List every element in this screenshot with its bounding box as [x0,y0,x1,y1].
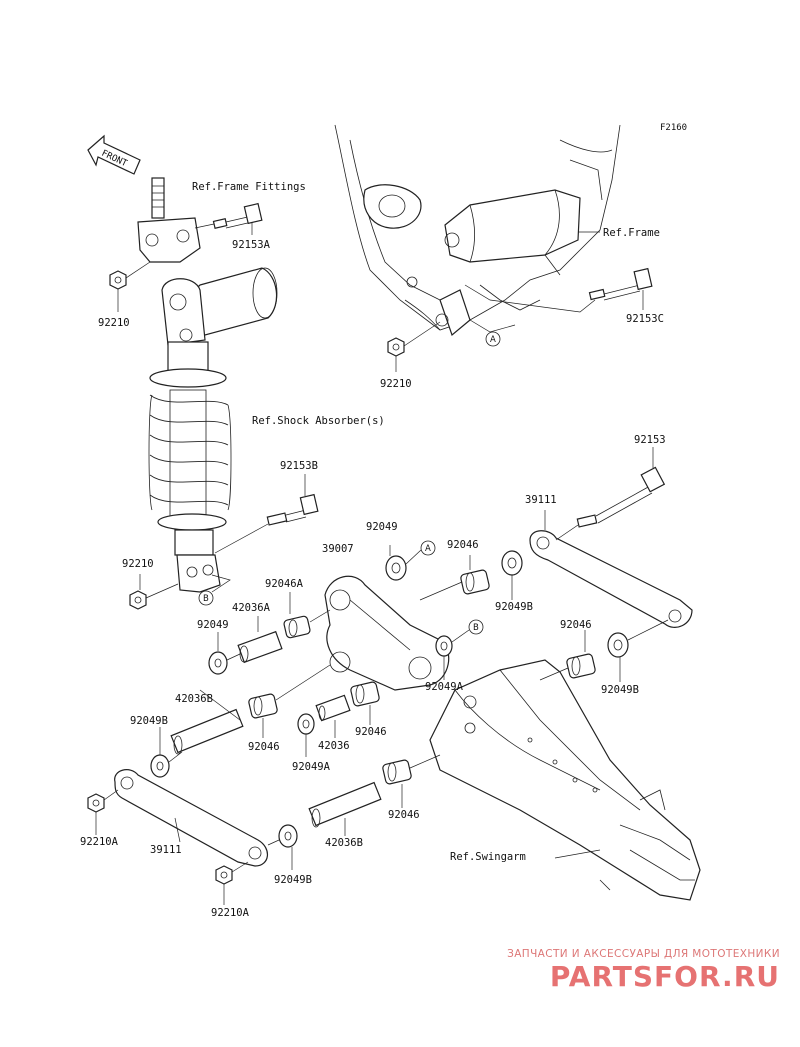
part-label: 42036B [325,837,363,849]
part-label: 92046 [447,539,479,551]
part-label: 92049A [292,761,331,773]
part-label: 92049B [130,715,168,727]
nut-92210-top-icon [109,270,127,290]
collar-92046-swingarm-icon [566,653,596,679]
frame-part [334,124,621,337]
sleeve-42036A-icon [237,630,283,664]
bolt-92153B-icon [266,493,319,526]
bolt-92153-icon [576,466,666,528]
nut-92210A-lower-icon [215,865,233,885]
figure-code: F2160 [660,123,687,133]
collar-92046-upper-icon [460,569,490,595]
nut-92210A-left-icon [87,793,105,813]
part-label: 39111 [150,844,182,856]
part-label: 92210 [98,317,130,329]
watermark-logo: PARTSFOR.RU [549,960,780,993]
swingarm-part [429,659,701,901]
frame-fitting-bracket-part [137,177,201,263]
bolt-92153C-icon [588,267,653,301]
part-label: 92049 [197,619,229,631]
part-label: 39007 [322,543,354,555]
callout-a-rocker: A [425,544,431,554]
ref-shock-absorber-label: Ref.Shock Absorber(s) [252,415,385,427]
watermark-tagline: ЗАПЧАСТИ И АКСЕССУАРЫ ДЛЯ МОТОТЕХНИКИ [507,948,780,960]
washer-92049A-center-icon [297,713,315,735]
collar-92046A-icon [283,615,311,639]
part-label: 92153 [634,434,666,446]
watermark: ЗАПЧАСТИ И АКСЕССУАРЫ ДЛЯ МОТОТЕХНИКИ PA… [480,948,780,994]
sleeve-42036-icon [315,694,351,722]
washer-92049B-right-icon [607,632,629,658]
part-label: 92153C [626,313,664,325]
washer-92049B-upper-icon [501,550,523,576]
part-label: 39111 [525,494,557,506]
sleeve-42036B-lower-icon [308,781,382,828]
callout-b-rocker-circle-icon [468,619,484,635]
front-arrow-icon: FRONT [87,134,141,175]
part-label: 92210A [211,907,250,919]
ref-swingarm-label: Ref.Swingarm [450,851,526,863]
shock-absorber-part [148,267,278,593]
collar-92046-center-icon [350,681,380,707]
washer-92049B-lower-icon [278,824,298,848]
part-label: 42036 [318,740,350,752]
part-label: 92210A [80,836,119,848]
ref-frame-fittings-label: Ref.Frame Fittings [192,181,306,193]
part-label: 92049B [601,684,639,696]
part-label: 42036A [232,602,271,614]
callout-a-frame: A [490,335,496,345]
callout-b-circle-icon [198,590,214,606]
washer-92049-left-icon [208,651,228,675]
sleeve-42036B-left-icon [170,708,244,755]
collar-92046-left-icon [248,693,278,719]
part-label: 92046 [560,619,592,631]
nut-92210-shock-icon [129,590,147,610]
tie-rod-39111-upper-part [529,530,693,628]
callout-a-circle-icon [420,540,436,556]
part-label: 92049A [425,681,464,693]
callout-b-shock: B [203,594,209,604]
part-label: 92153A [232,239,271,251]
callout-a-frame-circle-icon [485,331,501,347]
part-label: 92049B [495,601,533,613]
tie-rod-39111-lower-part [114,769,268,867]
nut-92210-frame-icon [387,337,405,357]
washer-92049A-right-icon [435,635,453,657]
part-label: 92046 [388,809,420,821]
bolt-92153A-icon [212,202,263,229]
part-label: 92049B [274,874,312,886]
callout-b-rocker: B [473,623,479,633]
part-label: 92153B [280,460,318,472]
part-label: 92210 [122,558,154,570]
part-label: 92210 [380,378,412,390]
part-label: 92049 [366,521,398,533]
part-label: 42036B [175,693,213,705]
part-label: 92046 [248,741,280,753]
rocker-arm-39007-part [324,575,450,691]
ref-frame-label: Ref.Frame [603,227,660,239]
part-label: 92046A [265,578,304,590]
washer-92049B-left-icon [150,754,170,778]
washer-92049-upper-icon [385,555,407,581]
part-label: 92046 [355,726,387,738]
collar-92046-lower-icon [382,759,412,785]
